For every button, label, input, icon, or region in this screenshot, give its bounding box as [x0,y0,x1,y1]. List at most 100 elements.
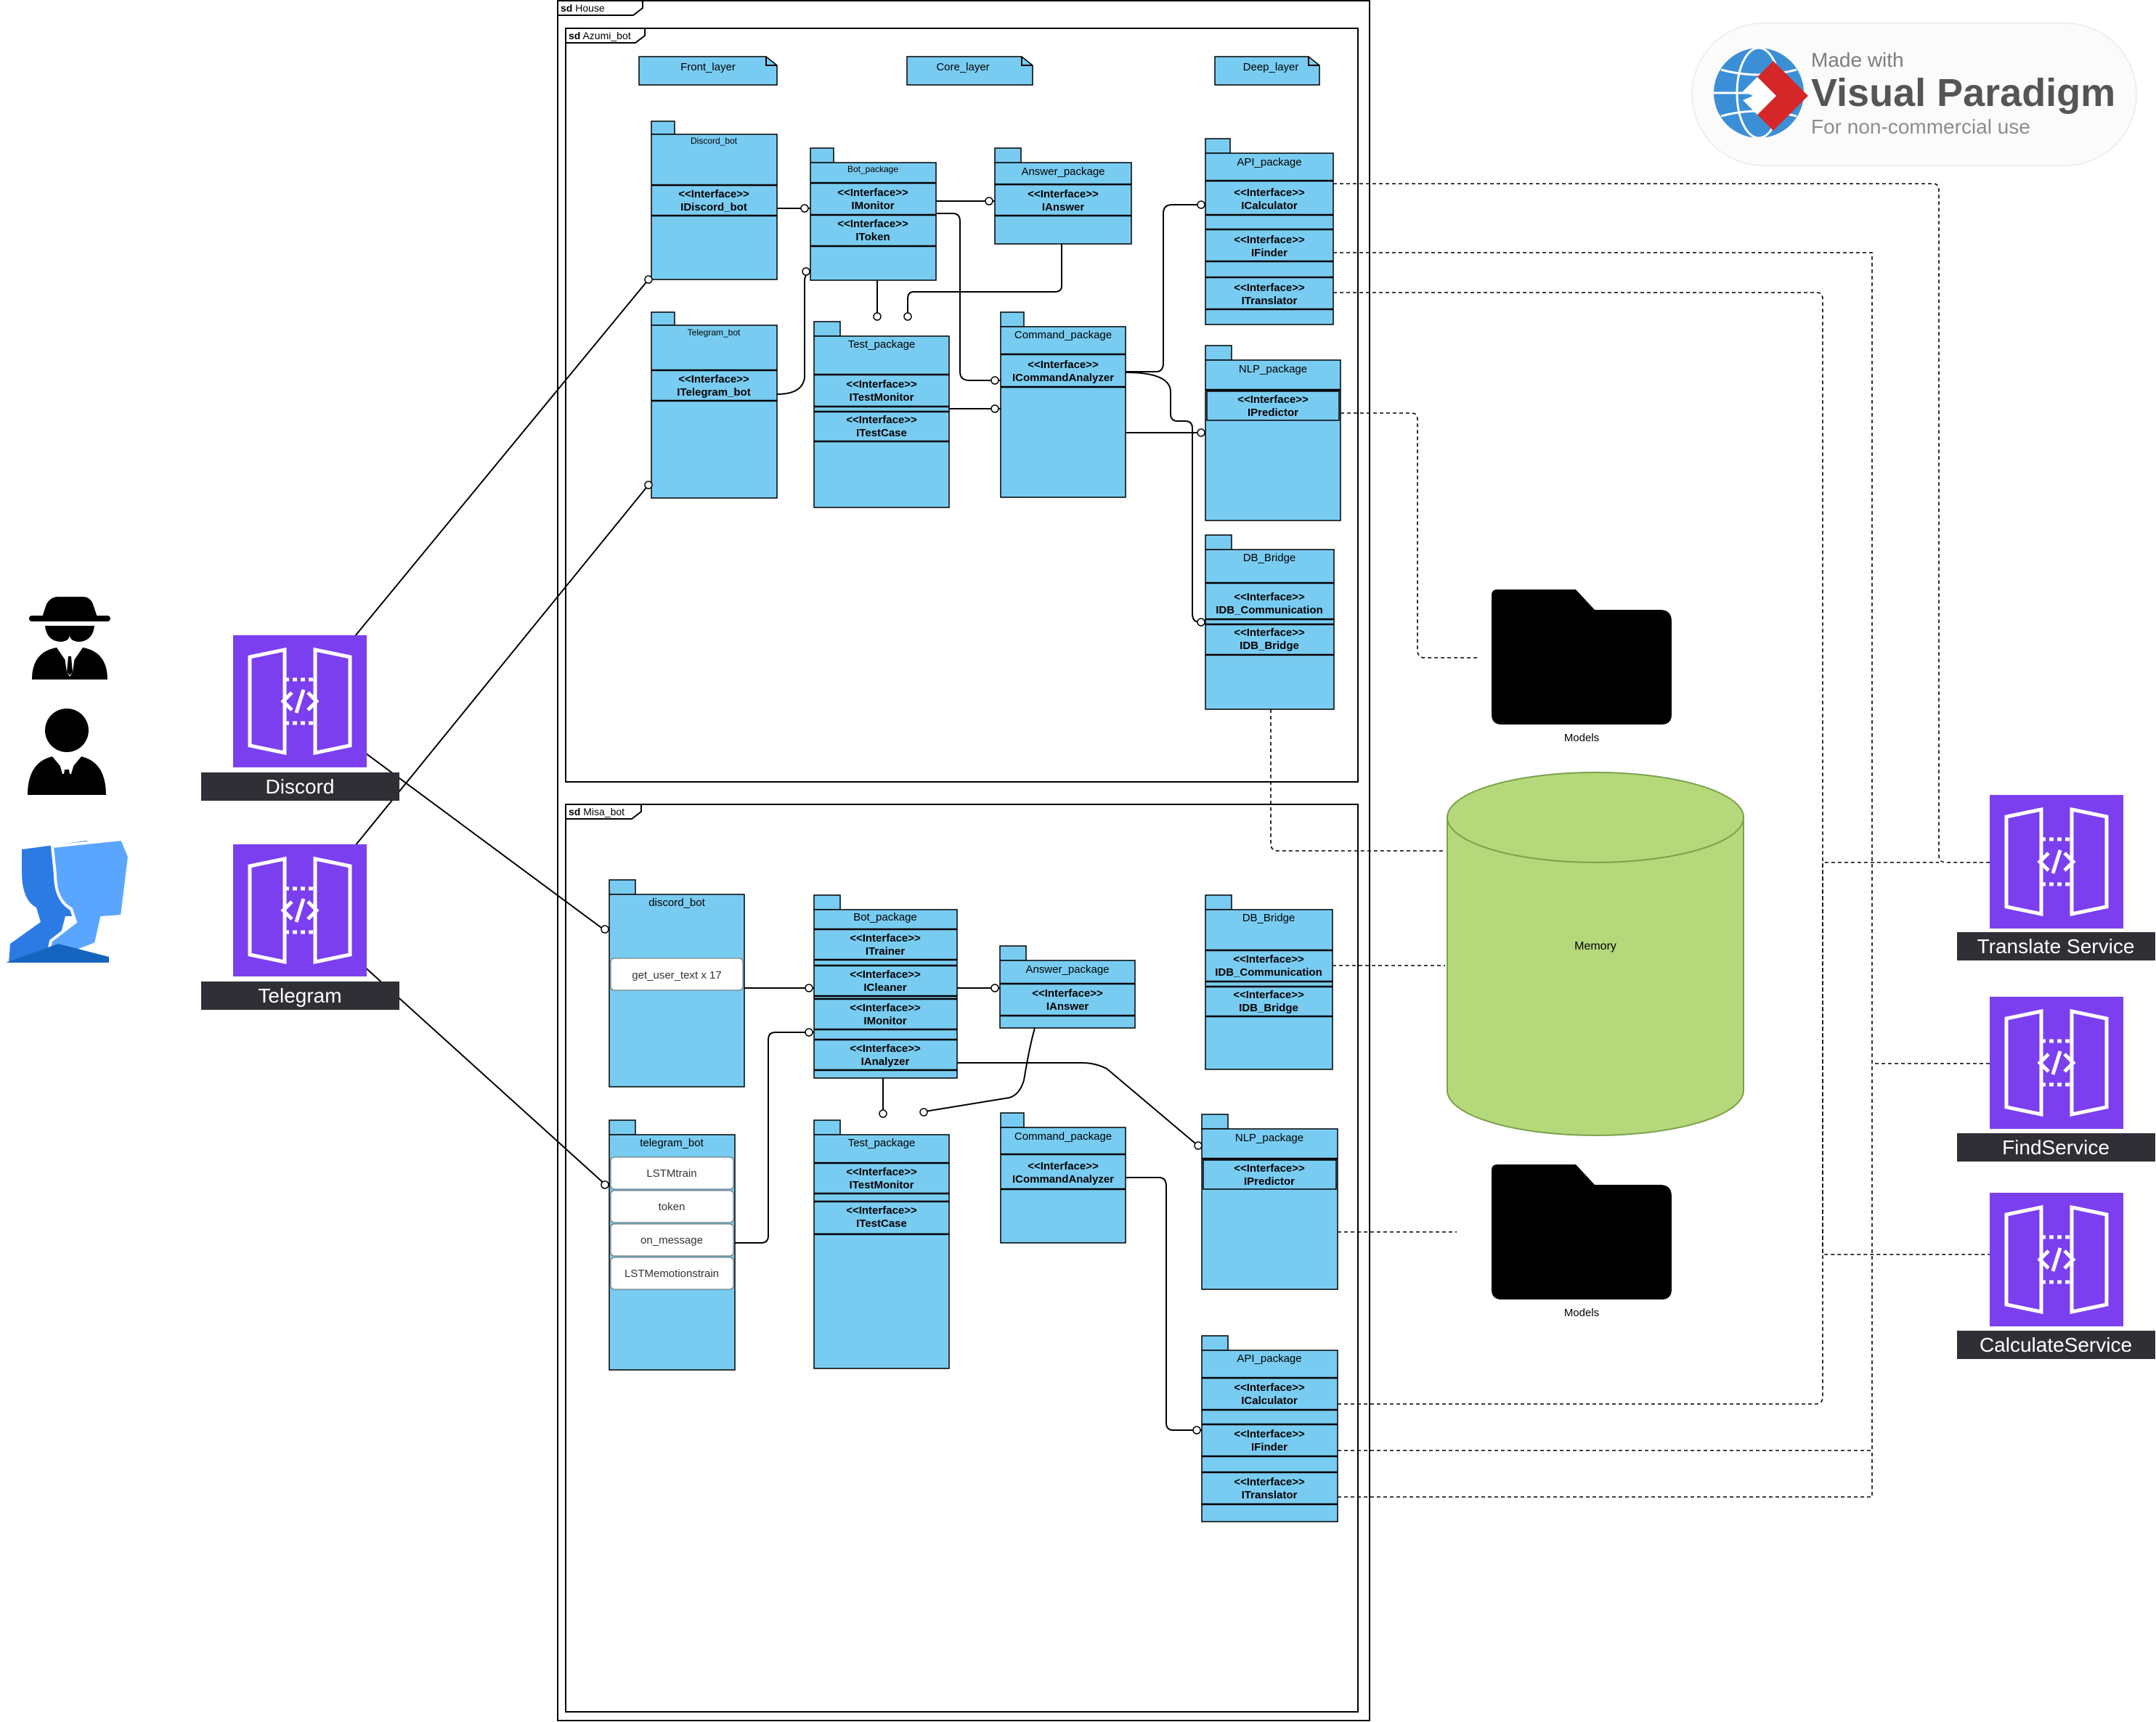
svg-text:ICleaner: ICleaner [863,982,906,994]
azumi-discord-bot-package: Discord_bot <<Interface>> IDiscord_bot [651,121,778,280]
svg-text:Test_package: Test_package [848,1137,916,1149]
svg-text:Bot_package: Bot_package [847,164,898,174]
solid-connectors [354,200,1205,1431]
layer-note-front: Front_layer [638,56,778,86]
discord-gateway: Discord [201,635,399,801]
layer-note-deep: Deep_layer [1214,56,1320,86]
svg-text:Bot_package: Bot_package [853,911,917,923]
svg-text:sd Azumi_bot: sd Azumi_bot [569,30,631,41]
svg-text:ICommandAnalyzer: ICommandAnalyzer [1012,372,1114,384]
svg-text:IAnswer: IAnswer [1042,201,1085,213]
svg-text:Answer_package: Answer_package [1025,963,1109,976]
svg-text:NLP_package: NLP_package [1239,363,1307,375]
misa-bot-package: Bot_package <<Interface>> ITrainer <<Int… [813,894,958,1079]
svg-text:ITestCase: ITestCase [856,427,907,439]
svg-text:Command_package: Command_package [1014,1130,1112,1143]
svg-text:Models: Models [1564,732,1599,744]
svg-text:<<Interface>>: <<Interface>> [1234,591,1305,603]
svg-text:IFinder: IFinder [1251,247,1288,259]
svg-text:Made with: Made with [1811,49,1904,71]
svg-text:Core_layer: Core_layer [936,61,989,73]
svg-text:ITestCase: ITestCase [856,1217,907,1230]
azumi-frame: sd Azumi_bot [565,28,1359,783]
svg-text:<<Interface>>: <<Interface>> [846,378,917,391]
calculate-service: CalculateService [1957,1193,2155,1359]
svg-text:IPredictor: IPredictor [1248,407,1298,419]
svg-text:<<Interface>>: <<Interface>> [1234,1382,1305,1394]
svg-text:Models: Models [1564,1307,1599,1319]
azumi-telegram-bot-package: Telegram_bot <<Interface>> ITelegram_bot [651,311,778,499]
svg-text:<<Interface>>: <<Interface>> [1234,627,1305,639]
svg-text:<<Interface>>: <<Interface>> [850,1002,921,1014]
svg-text:Front_layer: Front_layer [680,61,736,73]
misa-nlp-package: NLP_package <<Interface>> IPredictor [1201,1114,1338,1290]
svg-text:For non-commercial use: For non-commercial use [1811,115,2030,138]
svg-text:Telegram: Telegram [258,984,341,1007]
svg-text:sd House: sd House [561,2,605,14]
svg-text:API_package: API_package [1237,1352,1301,1365]
svg-text:CalculateService: CalculateService [1980,1334,2132,1356]
telegram-gateway: Telegram [201,844,399,1010]
svg-text:get_user_text x 17: get_user_text x 17 [632,969,721,982]
svg-text:Command_package: Command_package [1014,329,1112,341]
svg-text:ITelegram_bot: ITelegram_bot [677,386,750,399]
models-folder-bottom: Models [1492,1164,1672,1319]
svg-text:Discord: Discord [266,775,335,798]
svg-text:Visual Paradigm: Visual Paradigm [1811,71,2115,115]
svg-text:Deep_layer: Deep_layer [1243,61,1299,73]
memory-database: Memory [1447,772,1744,1136]
translate-service: Translate Service [1957,795,2155,960]
svg-text:API_package: API_package [1237,156,1301,168]
svg-text:telegram_bot: telegram_bot [640,1137,704,1149]
svg-text:DB_Bridge: DB_Bridge [1243,552,1296,564]
svg-text:<<Interface>>: <<Interface>> [1234,1428,1305,1440]
misa-answer-package: Answer_package <<Interface>> IAnswer [999,945,1136,1029]
svg-text:IFinder: IFinder [1251,1441,1288,1453]
user-group-icon [6,837,131,966]
svg-text:<<Interface>>: <<Interface>> [850,932,921,944]
svg-text:IPredictor: IPredictor [1244,1175,1295,1188]
user-icon [28,709,106,795]
svg-text:<<Interface>>: <<Interface>> [850,968,921,981]
svg-text:<<Interface>>: <<Interface>> [1234,282,1305,294]
svg-text:IAnalyzer: IAnalyzer [861,1056,910,1068]
azumi-command-package: Command_package <<Interface>> ICommandAn… [1000,311,1126,498]
svg-text:<<Interface>>: <<Interface>> [1032,987,1103,1000]
layer-note-core: Core_layer [906,56,1033,86]
svg-text:on_message: on_message [640,1234,703,1246]
misa-telegram-bot-package: telegram_bot LSTMtrain token on_message … [609,1119,736,1371]
svg-text:Telegram_bot: Telegram_bot [688,327,741,338]
svg-text:token: token [659,1201,686,1213]
svg-text:Answer_package: Answer_package [1021,166,1105,178]
models-folder-top: Models [1492,589,1672,744]
svg-text:sd Misa_bot: sd Misa_bot [569,806,625,817]
svg-text:IDB_Bridge: IDB_Bridge [1239,1002,1298,1014]
svg-text:<<Interface>>: <<Interface>> [1234,1162,1305,1175]
misa-discord-bot-package: discord_bot get_user_text x 17 [609,879,745,1088]
svg-text:IAnswer: IAnswer [1046,1000,1089,1013]
svg-text:<<Interface>>: <<Interface>> [837,187,908,199]
svg-text:<<Interface>>: <<Interface>> [678,373,749,385]
svg-text:<<Interface>>: <<Interface>> [846,414,917,426]
svg-text:ICommandAnalyzer: ICommandAnalyzer [1012,1173,1114,1186]
svg-text:<<Interface>>: <<Interface>> [678,188,749,200]
interface-sockets [601,197,1205,1435]
svg-text:<<Interface>>: <<Interface>> [1233,989,1304,1001]
svg-text:IMonitor: IMonitor [863,1015,906,1027]
svg-text:LSTMtrain: LSTMtrain [646,1167,696,1180]
svg-text:<<Interface>>: <<Interface>> [846,1166,917,1178]
svg-text:discord_bot: discord_bot [648,897,705,909]
find-service: FindService [1957,997,2155,1162]
svg-text:ITestMonitor: ITestMonitor [850,391,914,404]
azumi-test-package: Test_package <<Interface>> ITestMonitor … [813,321,950,508]
svg-text:FindService: FindService [2002,1136,2110,1159]
svg-text:<<Interface>>: <<Interface>> [1234,187,1305,199]
svg-text:NLP_package: NLP_package [1235,1132,1303,1144]
database-cylinder-icon [1447,772,1744,1136]
misa-test-package: Test_package <<Interface>> ITestMonitor … [813,1119,950,1369]
svg-text:ITranslator: ITranslator [1242,295,1298,307]
spy-user-icon [29,597,110,680]
svg-text:IDB_Communication: IDB_Communication [1215,966,1322,979]
visual-paradigm-watermark: Made with Visual Paradigm For non-commer… [1691,23,2137,166]
